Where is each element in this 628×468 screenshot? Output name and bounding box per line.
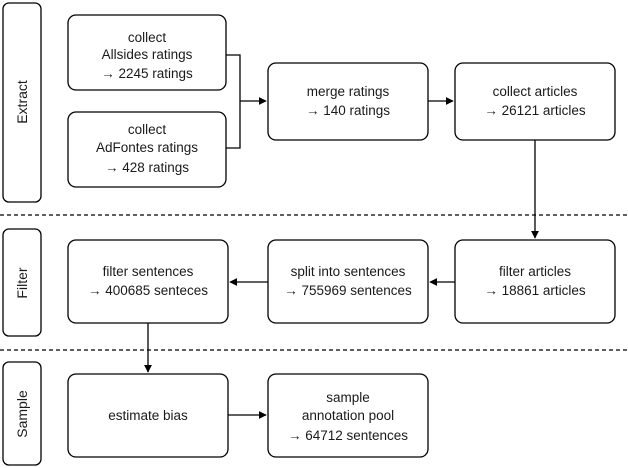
box-collect-allsides-line3: → 2245 ratings [101, 66, 193, 81]
box-merge-ratings: merge ratings → 140 ratings [267, 62, 429, 141]
box-estimate-bias-line1: estimate bias [108, 408, 188, 423]
box-sample-pool-line1: sample [326, 390, 370, 405]
box-collect-adfontes-line3: → 428 ratings [105, 160, 189, 175]
box-filter-sentences: filter sentences → 400685 senteces [67, 239, 229, 324]
connector-adfontes-to-merge [226, 101, 241, 149]
box-filter-articles: filter articles → 18861 articles [454, 239, 616, 324]
stage-filter: Filter [2, 228, 42, 337]
box-collect-articles-line2: → 26121 articles [484, 103, 586, 118]
box-filter-sentences-line2: → 400685 senteces [88, 283, 208, 298]
stage-label-filter: Filter [14, 267, 30, 298]
stage-label-extract: Extract [14, 80, 30, 124]
box-filter-articles-line1: filter articles [499, 264, 571, 279]
box-collect-adfontes-line2: AdFontes ratings [96, 140, 198, 155]
box-collect-allsides: collect Allsides ratings → 2245 ratings [67, 14, 227, 91]
box-split-sentences: split into sentences → 755969 sentences [267, 239, 429, 324]
box-split-sentences-line1: split into sentences [291, 264, 406, 279]
box-filter-sentences-line1: filter sentences [103, 264, 194, 279]
box-sample-pool-line3: → 64712 sentences [288, 428, 408, 443]
box-sample-pool-line2: annotation pool [302, 408, 394, 423]
box-collect-allsides-line2: Allsides ratings [102, 47, 193, 62]
box-merge-ratings-line1: merge ratings [307, 84, 390, 99]
box-estimate-bias: estimate bias [67, 373, 229, 458]
stage-sample: Sample [2, 361, 42, 466]
box-collect-allsides-line1: collect [128, 30, 167, 45]
box-collect-articles: collect articles → 26121 articles [454, 62, 616, 141]
box-split-sentences-line2: → 755969 sentences [284, 283, 412, 298]
box-filter-articles-line2: → 18861 articles [484, 283, 586, 298]
box-merge-ratings-line2: → 140 ratings [306, 103, 390, 118]
stage-label-sample: Sample [14, 390, 30, 438]
connector-allsides-to-merge [226, 54, 241, 101]
box-collect-articles-line1: collect articles [493, 84, 578, 99]
stage-extract: Extract [2, 2, 42, 203]
box-collect-adfontes-line1: collect [128, 122, 167, 137]
box-collect-adfontes: collect AdFontes ratings → 428 ratings [67, 111, 227, 188]
box-sample-pool: sample annotation pool → 64712 sentences [267, 373, 429, 458]
